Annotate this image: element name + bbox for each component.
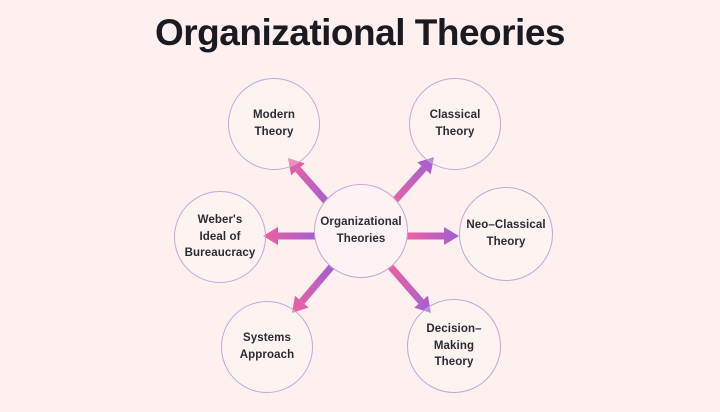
node-label: Decision– Making Theory <box>426 322 482 369</box>
node-classical-theory: Classical Theory <box>409 78 501 170</box>
arrow-to-classical-theory <box>387 157 434 209</box>
node-label: Modern Theory <box>252 109 296 138</box>
node-label: Systems Approach <box>239 332 295 361</box>
arrow-to-neo-classical-theory <box>406 227 459 245</box>
node-modern-theory: Modern Theory <box>228 78 320 170</box>
node-webers-ideal-of-bureaucracy: Weber's Ideal of Bureaucracy <box>174 191 266 283</box>
arrow-to-webers-ideal-of-bureaucracy <box>263 227 316 245</box>
arrow-to-decision-making-theory <box>386 262 431 313</box>
node-label: Neo–Classical Theory <box>466 219 546 248</box>
node-systems-approach: Systems Approach <box>221 301 313 393</box>
node-decision-making-theory: Decision– Making Theory <box>407 299 501 393</box>
arrow-to-systems-approach <box>292 262 336 313</box>
page-title: Organizational Theories <box>155 12 565 53</box>
node-label: Classical Theory <box>429 109 481 138</box>
node-label: Organizational Theories <box>320 216 402 245</box>
node-label: Weber's Ideal of Bureaucracy <box>184 213 256 260</box>
node-organizational-theories: Organizational Theories <box>314 184 408 278</box>
node-neo-classical-theory: Neo–Classical Theory <box>459 187 553 281</box>
